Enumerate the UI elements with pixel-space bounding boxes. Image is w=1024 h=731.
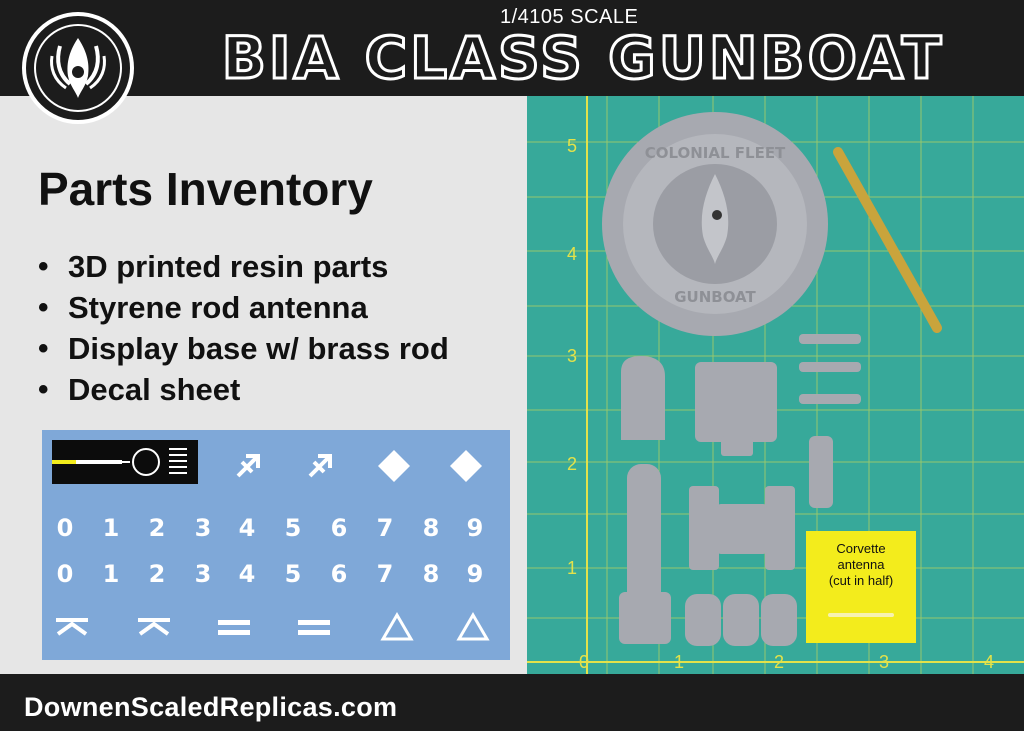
gun-parts xyxy=(799,334,861,404)
triangle-decal-icon xyxy=(380,612,414,641)
decal-digit: 3 xyxy=(194,514,212,542)
nose-stripe-decal xyxy=(52,440,198,484)
decal-sheet: 0 1 2 3 4 5 6 7 8 9 0 1 2 3 4 5 6 7 8 9 xyxy=(42,430,510,660)
website-url[interactable]: DownenScaledReplicas.com xyxy=(24,692,398,722)
decal-digit: 9 xyxy=(466,560,484,588)
diamond-icon xyxy=(450,450,482,482)
decal-digit: 3 xyxy=(194,560,212,588)
diamond-icon xyxy=(378,450,410,482)
ruler-label: 1 xyxy=(674,652,684,672)
triangle-decal-icon xyxy=(456,612,490,641)
decal-digit: 6 xyxy=(330,514,348,542)
decal-digit: 1 xyxy=(102,560,120,588)
chevron-decal-icon xyxy=(138,618,170,636)
parts-photo: 5 4 3 2 1 0 1 2 3 4 COLONIAL FLEET GUNBO… xyxy=(527,96,1024,674)
title-text: BIA CLASS GUNBOAT xyxy=(222,26,945,92)
footer-bar: DownenScaledReplicas.com xyxy=(0,674,1024,731)
decal-digit: 4 xyxy=(238,514,256,542)
ruler-label: 2 xyxy=(567,454,577,474)
decal-digit: 2 xyxy=(148,514,166,542)
ruler-label: 5 xyxy=(567,136,577,156)
brass-rod xyxy=(833,147,942,333)
arrow-icon xyxy=(236,454,260,478)
base-top-text: COLONIAL FLEET xyxy=(645,144,786,162)
decal-digit: 5 xyxy=(284,560,302,588)
decal-digit: 0 xyxy=(56,560,74,588)
decal-digit: 7 xyxy=(376,514,394,542)
resin-parts xyxy=(619,356,833,646)
inventory-panel: Parts Inventory •3D printed resin parts … xyxy=(0,96,527,674)
title: BIA CLASS GUNBOAT xyxy=(220,26,945,94)
decal-digit: 5 xyxy=(284,514,302,542)
styrene-rod xyxy=(828,613,894,617)
cutting-mat: 5 4 3 2 1 0 1 2 3 4 COLONIAL FLEET GUNBO… xyxy=(527,96,1024,674)
decal-digit: 9 xyxy=(466,514,484,542)
ruler-label: 4 xyxy=(984,652,994,672)
decal-digit: 4 xyxy=(238,560,256,588)
decal-digit: 8 xyxy=(422,514,440,542)
arrow-icon xyxy=(308,454,332,478)
list-item: •3D printed resin parts xyxy=(38,248,389,284)
equals-decal-icon xyxy=(218,620,250,635)
inventory-list: •3D printed resin parts •Styrene rod ant… xyxy=(38,246,449,410)
decal-digit: 8 xyxy=(422,560,440,588)
decal-digit: 0 xyxy=(56,514,74,542)
display-base: COLONIAL FLEET GUNBOAT xyxy=(602,112,828,336)
ruler-label: 0 xyxy=(579,652,589,672)
chevron-decal-icon xyxy=(56,618,88,636)
ruler-label: 2 xyxy=(774,652,784,672)
ruler-label: 3 xyxy=(879,652,889,672)
base-bottom-text: GUNBOAT xyxy=(674,288,756,306)
phoenix-icon xyxy=(50,38,106,98)
equals-decal-icon xyxy=(298,620,330,635)
list-item: •Styrene rod antenna xyxy=(38,289,368,325)
colonial-fleet-logo xyxy=(22,12,134,124)
logo-ring xyxy=(34,24,122,112)
decal-digit: 7 xyxy=(376,560,394,588)
list-item: •Display base w/ brass rod xyxy=(38,330,449,366)
list-item: •Decal sheet xyxy=(38,371,241,407)
decal-digit: 6 xyxy=(330,560,348,588)
decal-digit: 2 xyxy=(148,560,166,588)
scale-label: 1/4105 SCALE xyxy=(500,6,639,28)
ruler-label: 4 xyxy=(567,244,577,264)
antenna-note: Corvette antenna (cut in half) xyxy=(806,531,916,643)
decal-digit: 1 xyxy=(102,514,120,542)
inventory-title: Parts Inventory xyxy=(38,163,373,215)
header-bar: 1/4105 SCALE BIA CLASS GUNBOAT xyxy=(0,0,1024,96)
ruler-label: 1 xyxy=(567,558,577,578)
ruler-label: 3 xyxy=(567,346,577,366)
